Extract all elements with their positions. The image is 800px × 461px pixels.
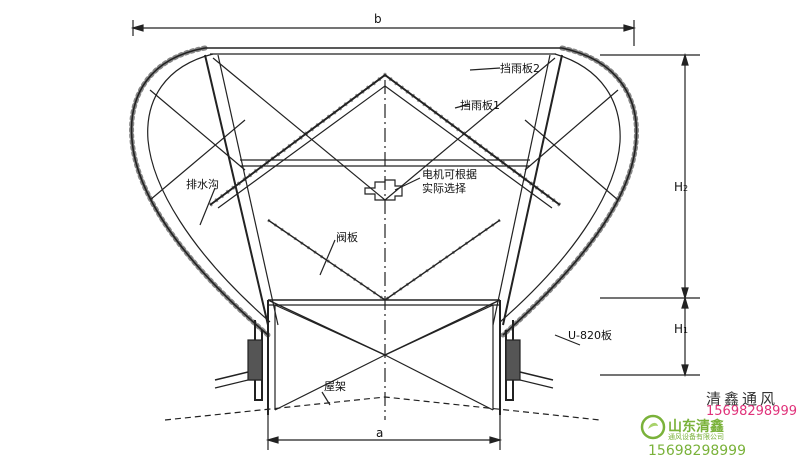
dim-b-label: b (374, 12, 382, 26)
label-u-plate: U-820板 (568, 329, 613, 342)
label-motor-note-1: 电机可根据 (422, 168, 477, 181)
company-logo-icon (640, 414, 666, 440)
label-motor-note-2: 实际选择 (422, 182, 466, 195)
watermark-phone-bottom: 15698298999 (648, 443, 746, 459)
roof-line (164, 396, 601, 421)
dim-a-label: a (376, 426, 384, 440)
label-drain: 排水沟 (186, 178, 219, 191)
watermark-company: 山东清鑫 (668, 419, 724, 435)
watermark-phone-top: 15698298999 (706, 404, 797, 419)
label-baffle-2: 挡雨板2 (500, 62, 540, 75)
watermark-company-sub: 通风设备有限公司 (668, 433, 724, 441)
watermark-title: 清鑫通风 (706, 390, 779, 408)
dim-h2-label: H2 (674, 180, 689, 194)
label-valve: 阀板 (336, 231, 358, 244)
valve-plate (267, 219, 501, 301)
label-baffle-1: 挡雨板1 (460, 99, 500, 112)
dim-h1-label: H1 (674, 322, 689, 336)
label-roof-frame: 屋架 (324, 380, 346, 393)
